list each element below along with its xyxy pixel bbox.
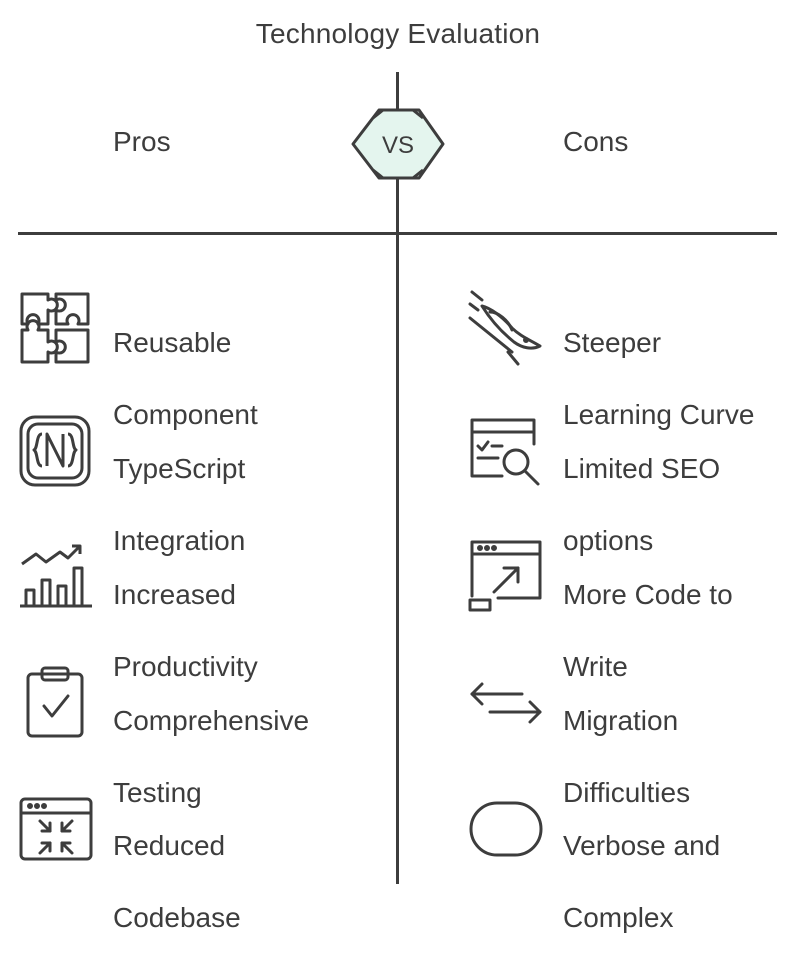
typescript-icon [18, 414, 94, 490]
seo-search-window-icon [468, 414, 544, 490]
pro-item-2: TypeScript Integration [113, 415, 245, 595]
vs-label: VS [382, 132, 414, 159]
bidirectional-arrows-icon [468, 666, 544, 742]
con-item-5-line1: Verbose and [563, 830, 721, 861]
con-item-1: Steeper Learning Curve [563, 289, 754, 469]
center-divider-vertical [396, 72, 399, 884]
pro-item-5-line2: Codebase [113, 902, 241, 933]
con-item-4-line1: Migration [563, 705, 679, 736]
vs-badge: VS [351, 106, 445, 182]
con-item-3-line2: Write [563, 651, 628, 682]
pro-item-2-line1: TypeScript [113, 453, 246, 484]
pro-item-2-line2: Integration [113, 525, 246, 556]
pro-item-1-line2: Component [113, 399, 258, 430]
pros-heading: Pros [113, 126, 171, 157]
diving-bird-icon [468, 290, 544, 366]
pro-item-4-line1: Comprehensive [113, 705, 310, 736]
pro-item-1: Reusable Component [113, 289, 258, 469]
cons-heading: Cons [563, 126, 629, 157]
con-item-4-line2: Difficulties [563, 777, 691, 808]
pro-item-3-line1: Increased [113, 579, 236, 610]
pro-item-1-line1: Reusable [113, 327, 232, 358]
compress-window-icon [18, 793, 94, 869]
pro-item-4: Comprehensive Testing [113, 667, 309, 847]
pro-item-3: Increased Productivity [113, 541, 258, 721]
expand-window-icon [468, 540, 544, 616]
puzzle-icon [18, 290, 94, 366]
con-item-4: Migration Difficulties [563, 667, 690, 847]
growth-chart-icon [18, 540, 94, 616]
con-item-3: More Code to Write [563, 541, 733, 721]
rounded-rectangle-icon [468, 793, 544, 869]
clipboard-check-icon [18, 666, 94, 742]
con-item-2-line1: Limited SEO [563, 453, 721, 484]
header-divider-horizontal [18, 232, 777, 235]
con-item-5-line2: Complex [563, 902, 674, 933]
pro-item-5-line1: Reduced [113, 830, 226, 861]
pro-item-3-line2: Productivity [113, 651, 258, 682]
con-item-5: Verbose and Complex [563, 792, 720, 972]
con-item-2: Limited SEO options [563, 415, 720, 595]
diagram-title: Technology Evaluation [255, 18, 541, 49]
con-item-1-line2: Learning Curve [563, 399, 755, 430]
con-item-3-line1: More Code to [563, 579, 733, 610]
con-item-2-line2: options [563, 525, 654, 556]
con-item-1-line1: Steeper [563, 327, 662, 358]
pro-item-5: Reduced Codebase [113, 792, 241, 972]
vs-badge-shape: VS [351, 108, 445, 180]
pro-item-4-line2: Testing [113, 777, 202, 808]
